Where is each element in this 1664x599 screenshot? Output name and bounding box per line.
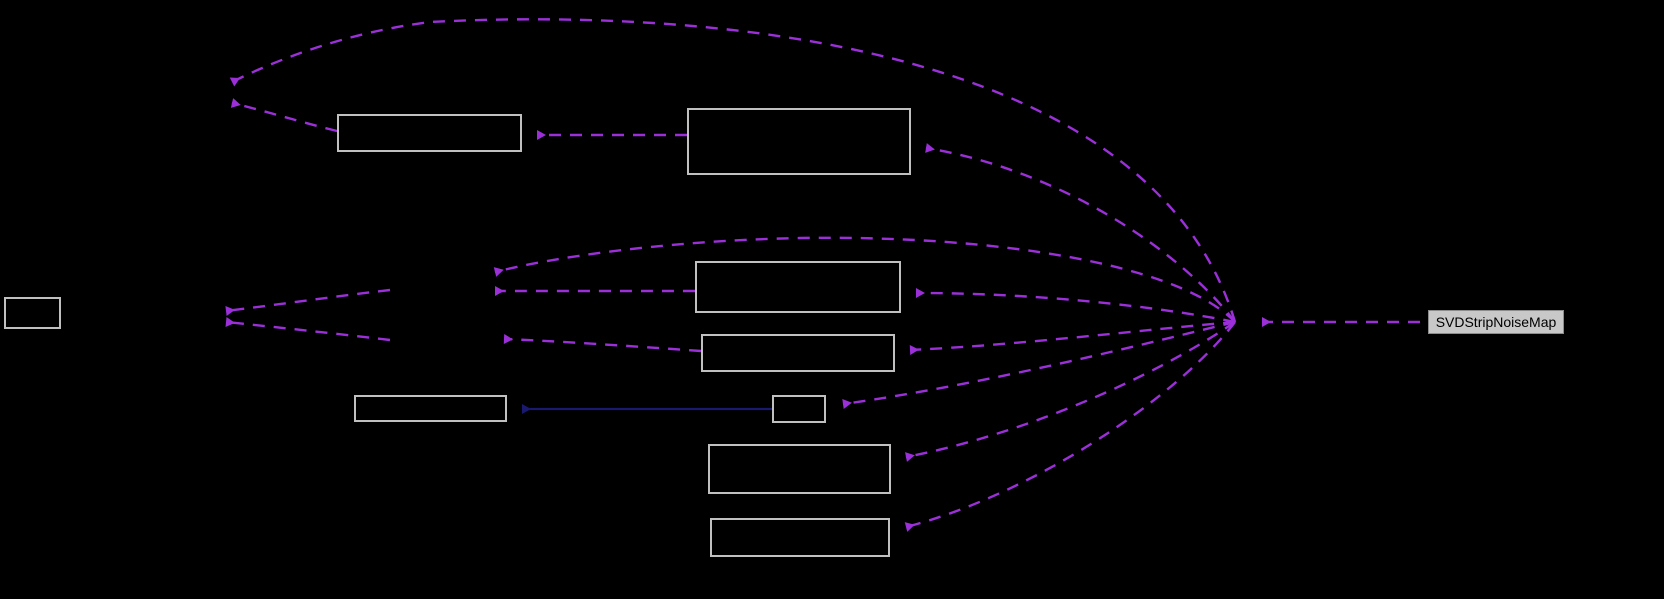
- graph-node-0[interactable]: [4, 297, 61, 329]
- graph-node-5[interactable]: [354, 395, 507, 422]
- edge-root-to-node7: [905, 321, 1236, 462]
- edge-to-node0-upper: [225, 288, 391, 316]
- graph-node-6[interactable]: [772, 395, 826, 423]
- edge-node4-to-left-lower: [503, 334, 702, 353]
- graph-node-3[interactable]: [695, 261, 901, 313]
- graph-node-2[interactable]: [687, 108, 911, 175]
- graph-node-label: SVDStripNoiseMap: [1435, 314, 1557, 330]
- graph-node-7[interactable]: [708, 444, 891, 494]
- graph-node-1[interactable]: [337, 114, 522, 152]
- graph-node-4[interactable]: [701, 334, 895, 372]
- edge-to-node0-lower: [225, 317, 391, 342]
- edge-root-to-node8: [904, 321, 1236, 532]
- graph-node-root-svdstripnoisemap[interactable]: SVDStripNoiseMap: [1428, 310, 1564, 334]
- edge-root-to-node3: [915, 288, 1236, 324]
- edge-root-to-node6: [842, 320, 1236, 409]
- edge-node1-to-left-upper: [230, 98, 338, 133]
- edge-root-to-node2: [925, 143, 1236, 323]
- edge-root-to-node4: [909, 320, 1236, 355]
- graph-node-8[interactable]: [710, 518, 890, 557]
